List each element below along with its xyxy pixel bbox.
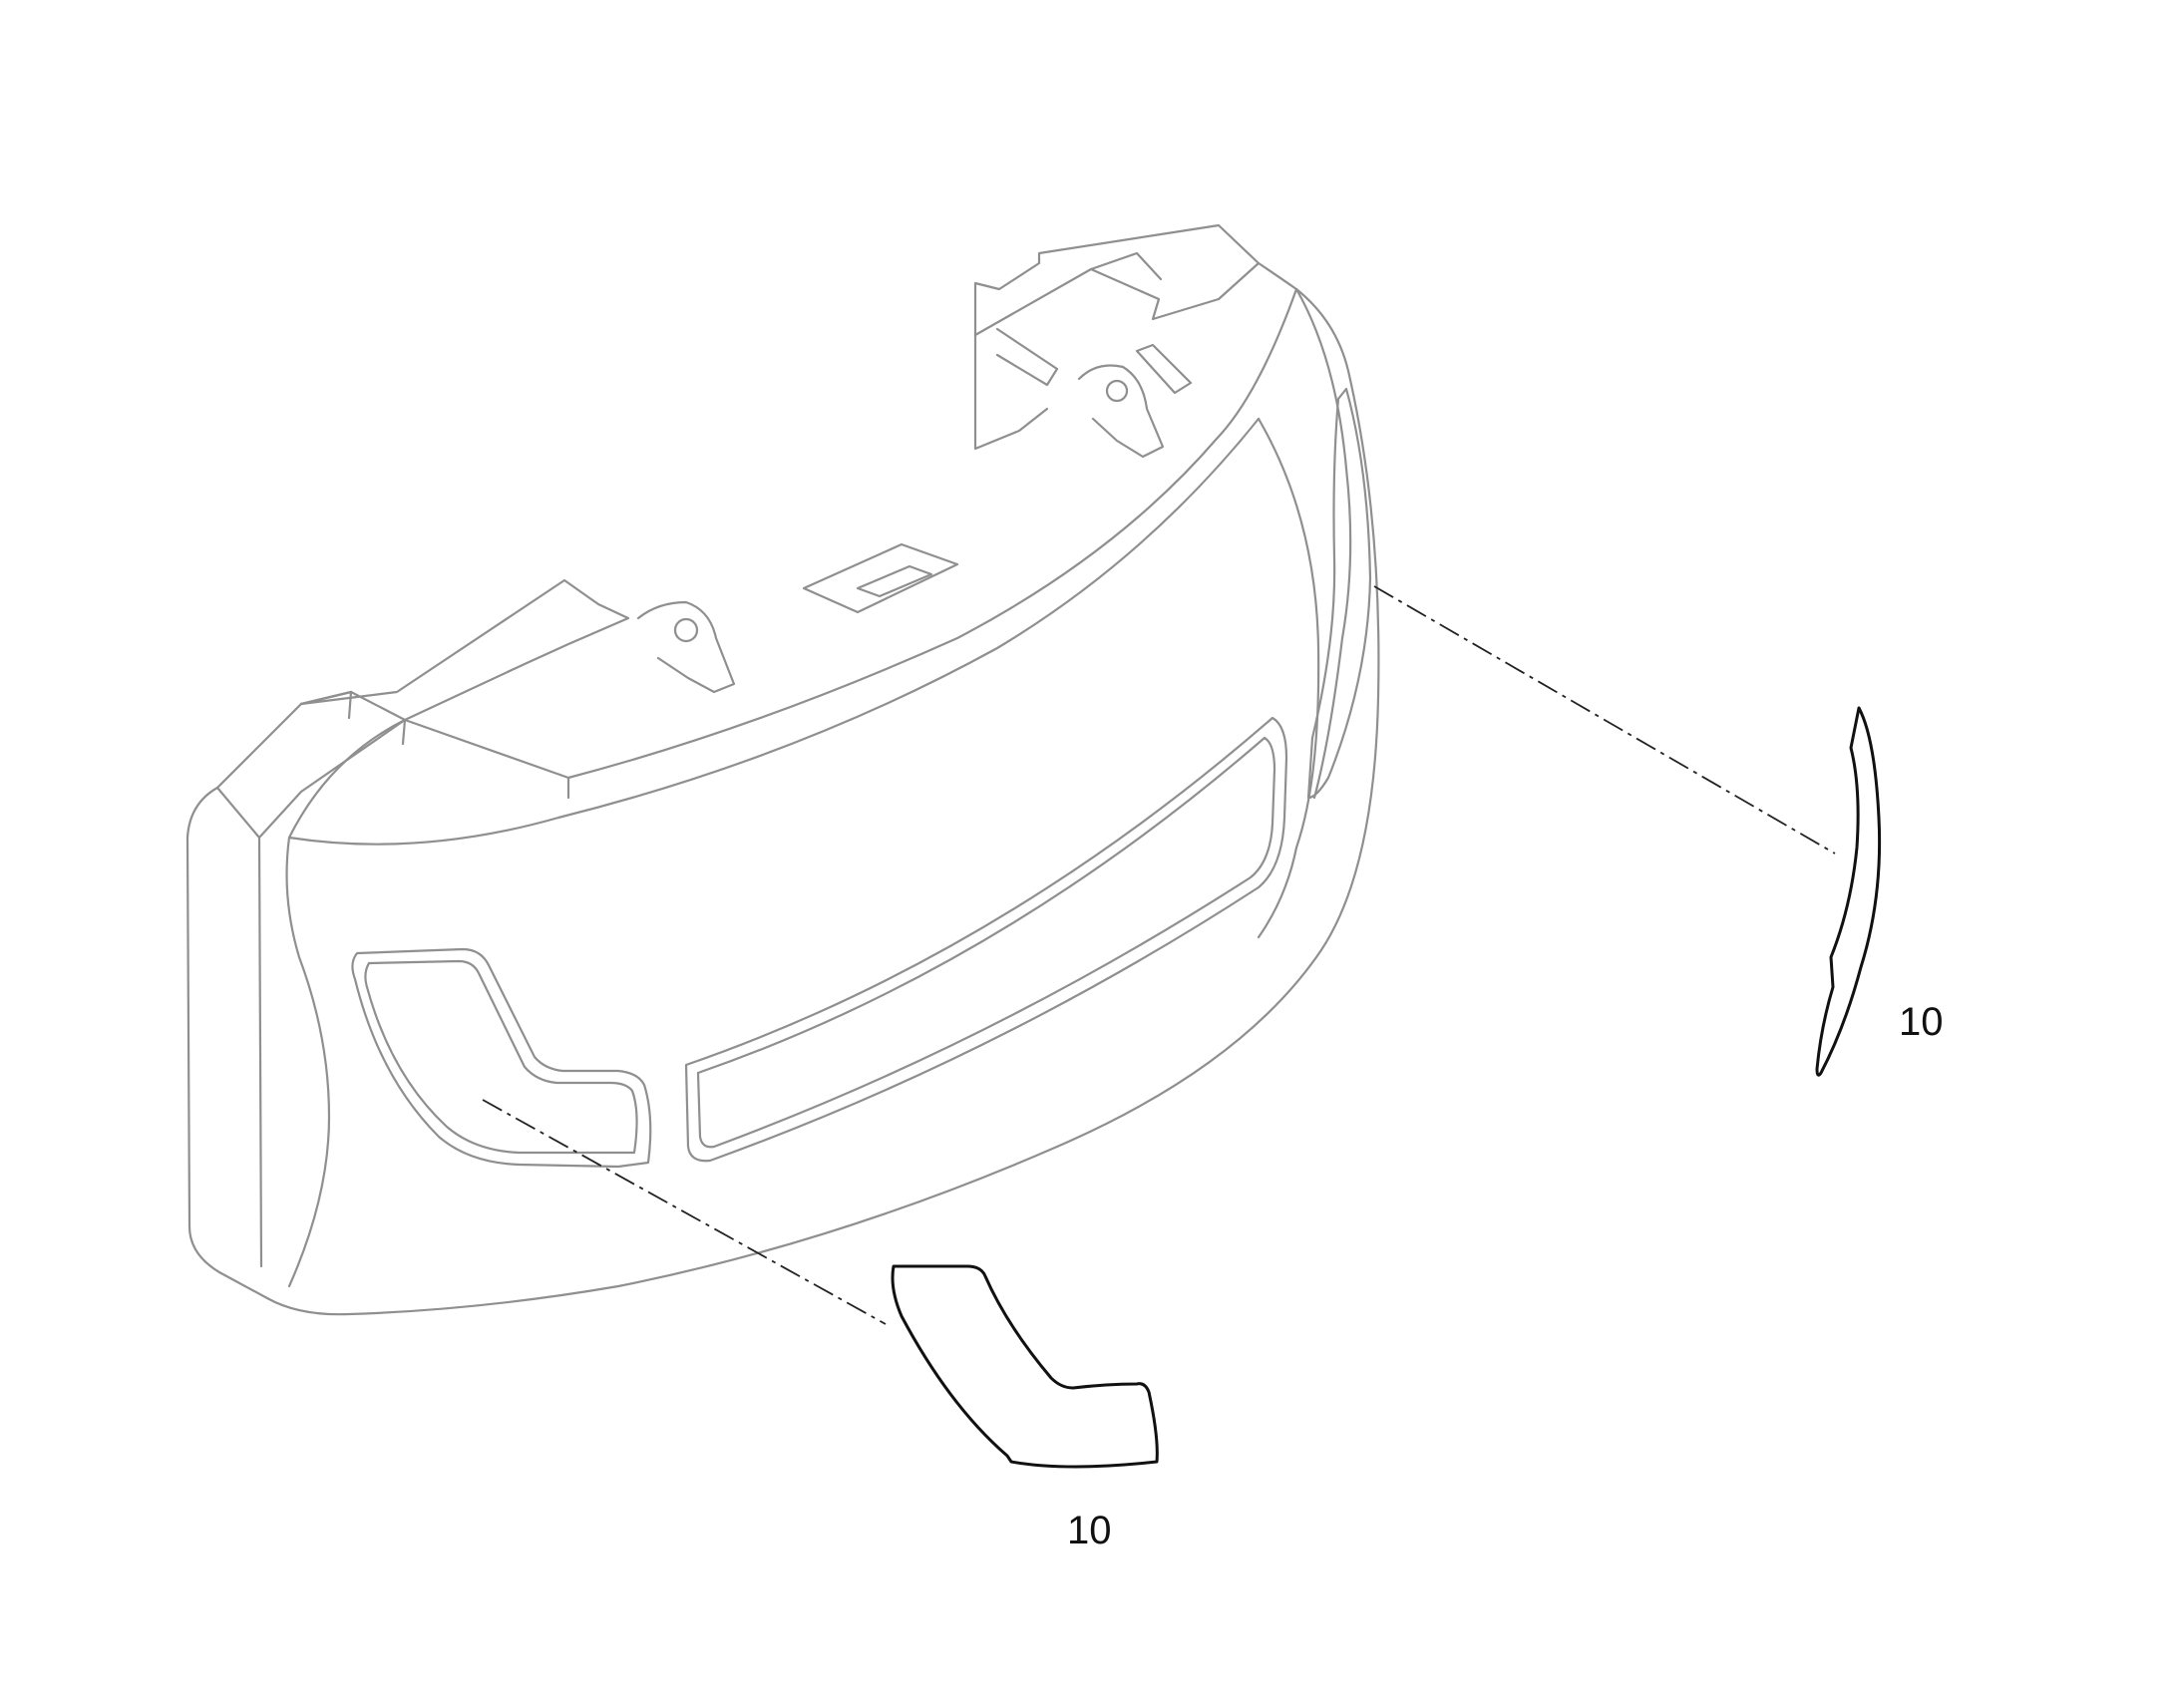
front-weight-housing <box>185 223 1380 1316</box>
housing-outer-outline <box>185 223 1380 1316</box>
lifting-lug-right <box>1077 364 1165 459</box>
housing-top-deck <box>973 327 1059 451</box>
front-recess-long <box>684 716 1288 1163</box>
right-mount-plate <box>1135 343 1193 395</box>
lifting-lug-right-hole <box>1105 379 1129 403</box>
leader-line-front-trim <box>482 1099 887 1325</box>
housing-right-side <box>1257 417 1320 939</box>
side-recess-right <box>1306 387 1372 800</box>
housing-top-block-left <box>299 578 630 722</box>
lifting-lug-left <box>636 600 736 694</box>
callout-front-trim: 10 <box>1067 1509 1112 1552</box>
housing-front-upper-edge <box>287 417 1261 846</box>
housing-front-face <box>285 718 407 1288</box>
leader-line-rear-trim <box>1373 585 1836 854</box>
trim-piece-front <box>891 1264 1159 1469</box>
housing-top-block-right <box>973 251 1261 337</box>
front-recess-left-inner <box>364 959 638 1155</box>
center-mount-plate-inner <box>856 564 933 598</box>
housing-top-ridge <box>299 287 1298 780</box>
callout-rear-trim: 10 <box>1899 1000 1944 1044</box>
lifting-lug-left-hole <box>673 617 699 643</box>
housing-left-side <box>215 718 407 1268</box>
front-recess-long-inner <box>696 736 1276 1149</box>
center-mount-plate <box>802 542 959 614</box>
housing-top-rib-left <box>347 690 570 800</box>
housing-right-bulge <box>1294 287 1352 800</box>
front-recess-left <box>351 947 652 1169</box>
trim-piece-rear <box>1815 706 1882 1077</box>
